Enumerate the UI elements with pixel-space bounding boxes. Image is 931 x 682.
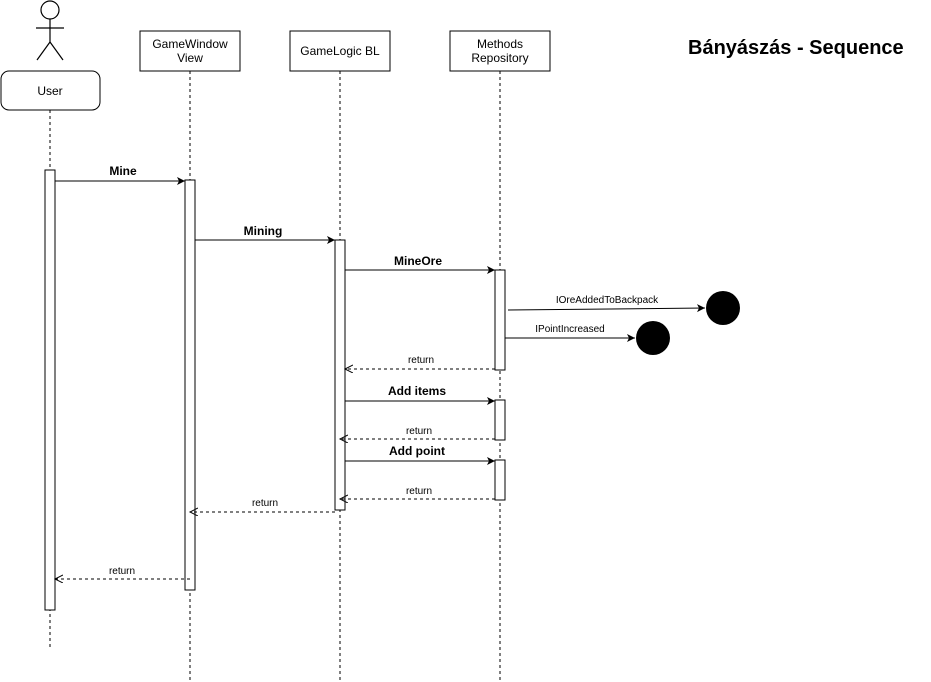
message-return-point-label: return (406, 486, 432, 497)
lifeline-head-logic[interactable]: GameLogic BL (289, 30, 391, 72)
actor-head (40, 0, 60, 20)
message-mine-ore-label: MineOre (394, 254, 442, 268)
lifeline-logic-label: GameLogic BL (300, 44, 380, 58)
lifeline-head-view[interactable]: GameWindow View (139, 30, 241, 72)
message-mine-ore[interactable]: MineOre (345, 254, 495, 274)
message-return-logic[interactable]: return (190, 498, 335, 512)
actor-user[interactable]: User (0, 0, 101, 111)
activation-repo-mineore[interactable] (494, 269, 506, 371)
message-add-point[interactable]: Add point (345, 444, 495, 465)
actor-right-leg (49, 41, 64, 61)
message-return-ore-label: return (408, 355, 434, 366)
lifeline-view-line2: View (177, 51, 203, 65)
lost-message-endpoint-point-increased (636, 321, 670, 355)
diagram-title: Bányászás - Sequence (688, 37, 904, 59)
message-add-point-label: Add point (389, 444, 445, 458)
message-return-items-label: return (406, 426, 432, 437)
lifeline-repo-line1: Methods (477, 37, 523, 51)
message-return-items[interactable]: return (340, 426, 495, 439)
lifeline-view-line1: GameWindow (152, 37, 228, 51)
activation-view[interactable] (184, 179, 196, 591)
message-add-items[interactable]: Add items (345, 384, 495, 405)
message-return-view-label: return (109, 566, 135, 577)
actor-left-leg (36, 41, 51, 61)
message-return-point[interactable]: return (340, 486, 495, 499)
message-return-ore[interactable]: return (345, 355, 495, 369)
message-point-increased[interactable]: IPointIncreased (505, 324, 635, 342)
message-mining-label: Mining (244, 224, 283, 238)
message-ore-added[interactable]: IOreAddedToBackpack (507, 295, 706, 313)
message-mine-label: Mine (109, 164, 137, 178)
message-return-view[interactable]: return (55, 566, 190, 579)
message-point-increased-label: IPointIncreased (535, 324, 605, 335)
actor-label: User (37, 84, 62, 98)
message-mine[interactable]: Mine (55, 164, 185, 185)
message-mining[interactable]: Mining (195, 224, 335, 244)
message-ore-added-label: IOreAddedToBackpack (556, 295, 659, 306)
lifeline-repo-line2: Repository (471, 51, 528, 65)
activation-logic[interactable] (334, 239, 346, 511)
lost-message-endpoint-ore-added (706, 291, 740, 325)
activation-repo-additems[interactable] (494, 399, 506, 441)
message-add-items-label: Add items (388, 384, 446, 398)
message-return-logic-label: return (252, 498, 278, 509)
activation-user[interactable] (44, 169, 56, 611)
lifeline-head-repo[interactable]: Methods Repository (449, 30, 551, 72)
activation-repo-addpoint[interactable] (494, 459, 506, 501)
